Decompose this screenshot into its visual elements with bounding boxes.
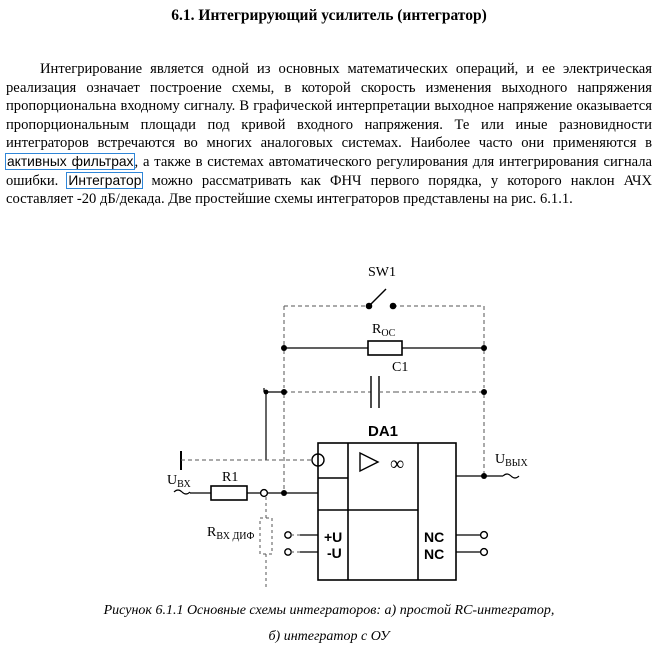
nc-terminals [456,530,489,557]
label-nc-1: NC [424,529,444,545]
body-paragraph: Интегрирование является одной из основны… [4,60,653,209]
resistor-roc-branch [284,340,484,356]
label-roc: ROC [372,322,396,339]
page-title: 6.1. Интегрирующий усилитель (интегратор… [171,7,487,24]
label-da1: DA1 [368,423,398,440]
dashed-feedback-wires [283,350,485,493]
resistor-rvxdif [259,497,273,590]
label-uvx: UВХ [167,473,192,490]
switch-sw1 [365,288,397,310]
resistor-r1 [210,485,318,501]
sw1-bypass-wire [283,305,485,346]
paragraph-text-1: Интегрирование является одной из основны… [6,61,652,152]
schematic-labels: SW1 ROC C1 DA1 ∞ UВХ R1 UВЫХ RВХ ДИФ +U … [167,265,529,562]
input-terminal-uvx [173,451,325,495]
capacitor-c1 [354,376,395,408]
label-plus-u: +U [324,529,342,545]
paragraph-text-2: , а также в системах автоматического рег… [6,153,653,189]
label-r1: R1 [222,470,238,485]
paragraph-text-3: можно рассматривать как ФНЧ первого поря… [6,172,652,208]
label-rvxdif: RВХ ДИФ [207,525,255,542]
power-terminals [284,531,318,556]
opamp-da1 [317,442,457,581]
label-nc-2: NC [424,546,444,562]
label-c1: C1 [392,360,408,375]
link-active-filters[interactable]: активных фильтрах [4,152,136,170]
feedback-solid-wires [263,388,284,460]
link-integrator[interactable]: Интегратор [66,171,144,189]
label-minus-u: -U [327,545,342,561]
label-sw1: SW1 [368,265,396,280]
figure-caption-line-1: Рисунок 6.1.1 Основные схемы интеграторо… [103,603,555,618]
output-wire [456,473,520,479]
label-uvyx: UВЫХ [495,452,529,469]
infinity-symbol: ∞ [390,453,404,475]
junction-dots [263,345,487,496]
figure-caption-line-2: б) интегратор с ОУ [268,629,390,644]
